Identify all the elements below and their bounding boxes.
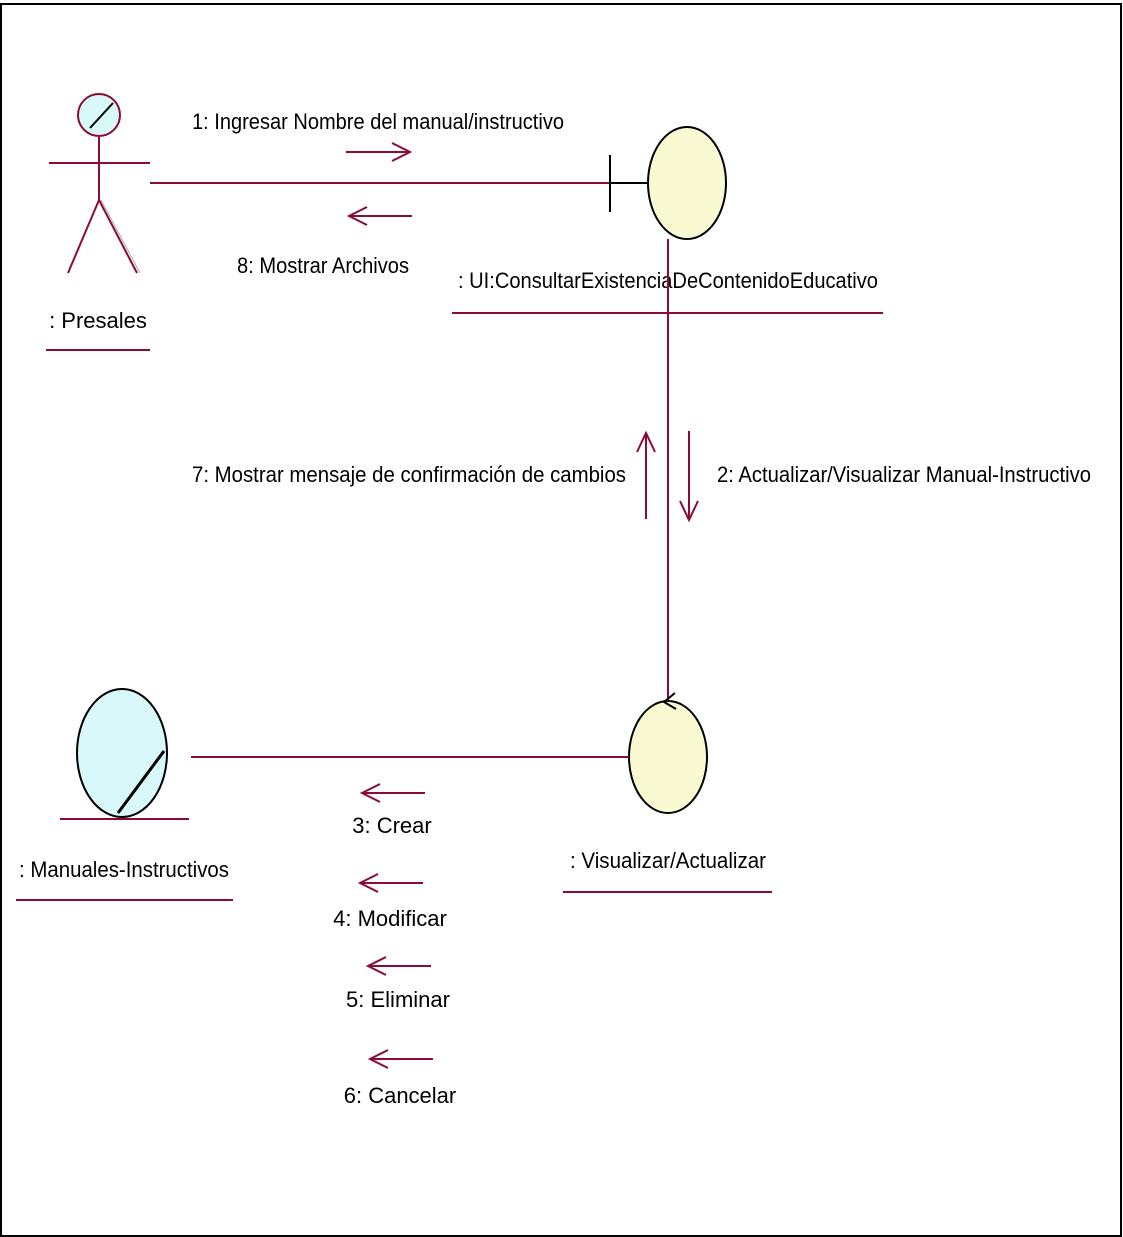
message-5-label: 5: Eliminar [346,987,450,1012]
message-1[interactable]: 1: Ingresar Nombre del manual/instructiv… [192,109,564,162]
message-2-label: 2: Actualizar/Visualizar Manual-Instruct… [717,462,1091,487]
actor-label: : Presales [49,308,147,333]
message-1-label: 1: Ingresar Nombre del manual/instructiv… [192,109,564,134]
message-7-label: 7: Mostrar mensaje de confirmación de ca… [192,462,626,487]
arrow-left-icon [367,1049,433,1069]
control-label: : Visualizar/Actualizar [570,848,766,873]
message-4-label: 4: Modificar [333,906,447,931]
actor-icon [49,93,150,274]
message-5[interactable]: 5: Eliminar [346,956,450,1012]
arrow-left-icon [365,956,431,976]
actor-presales[interactable]: : Presales [46,93,150,351]
arrow-up-icon [636,430,656,519]
message-3[interactable]: 3: Crear [352,783,432,838]
arrow-left-icon [359,783,425,803]
arrow-left-icon [346,206,412,226]
message-3-label: 3: Crear [352,813,431,838]
message-6-label: 6: Cancelar [344,1083,457,1108]
message-4[interactable]: 4: Modificar [333,873,447,931]
arrow-right-icon [346,142,413,162]
message-2[interactable]: 2: Actualizar/Visualizar Manual-Instruct… [679,431,1091,523]
message-8-label: 8: Mostrar Archivos [237,253,409,278]
control-visualizar[interactable]: : Visualizar/Actualizar [563,692,772,893]
diagram-border [0,3,1122,1237]
arrow-down-icon [679,431,699,523]
entity-manuales[interactable]: : Manuales-Instructivos [16,688,233,901]
message-6[interactable]: 6: Cancelar [344,1049,457,1108]
arrow-left-icon [357,873,423,893]
message-7[interactable]: 7: Mostrar mensaje de confirmación de ca… [192,430,656,519]
message-8[interactable]: 8: Mostrar Archivos [237,206,412,278]
boundary-icon [609,126,727,240]
entity-label: : Manuales-Instructivos [19,857,229,882]
entity-icon [60,688,189,820]
